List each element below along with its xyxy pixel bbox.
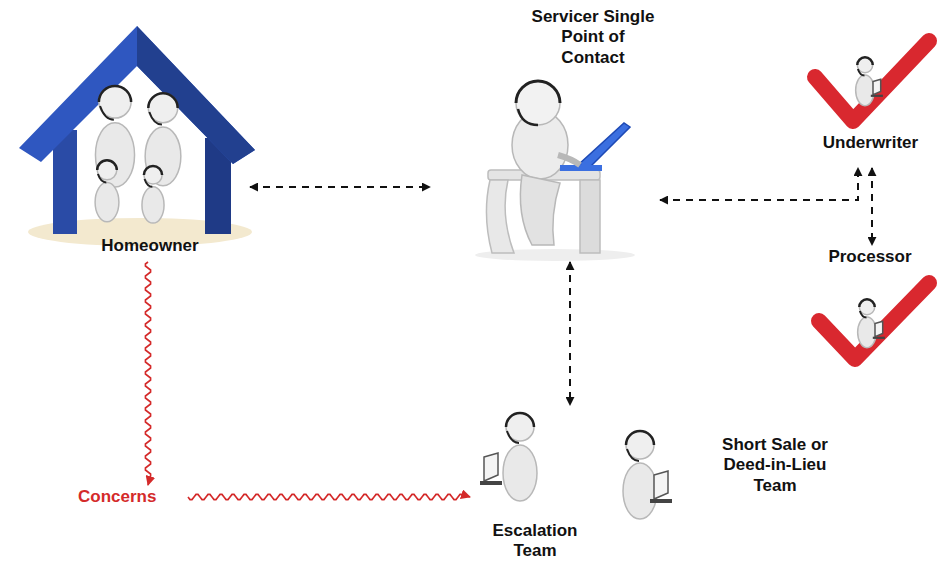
figure-node: Concerns bbox=[78, 485, 188, 511]
dashed-connector bbox=[660, 168, 858, 200]
figure-node: Short Sale or Deed-in-Lieu Team bbox=[600, 405, 855, 515]
drawing-part bbox=[507, 431, 519, 443]
drawing-part bbox=[145, 179, 153, 187]
drawing-part bbox=[516, 81, 560, 103]
concern-arrow bbox=[188, 494, 470, 499]
drawing-part bbox=[144, 166, 162, 184]
drawing-part bbox=[95, 183, 119, 222]
drawing-part bbox=[819, 283, 929, 359]
drawing-part bbox=[520, 175, 560, 245]
node-label: Short Sale or Deed-in-Lieu Team bbox=[700, 435, 850, 496]
node-label: Servicer Single Point of Contact bbox=[530, 7, 656, 68]
drawing-part bbox=[580, 180, 600, 253]
figure-node: Servicer Single Point of Contact bbox=[430, 5, 660, 262]
drawing-part bbox=[856, 75, 875, 106]
drawing-part bbox=[484, 453, 498, 481]
drawing-part bbox=[859, 299, 874, 314]
drawing-part bbox=[860, 311, 867, 318]
drawing-part bbox=[626, 431, 654, 445]
dashed-connector bbox=[250, 186, 430, 188]
figure-illustration bbox=[15, 10, 250, 262]
node-label: Concerns bbox=[78, 487, 188, 507]
drawing-part bbox=[623, 463, 657, 519]
drawing-part bbox=[97, 160, 117, 170]
node-label: Processor bbox=[805, 247, 935, 267]
concern-arrow bbox=[145, 262, 150, 485]
figure-node: Escalation Team bbox=[470, 405, 600, 565]
figure-node: Underwriter bbox=[803, 35, 938, 168]
drawing-part bbox=[858, 317, 877, 348]
drawing-part bbox=[873, 337, 885, 339]
drawing-part bbox=[858, 69, 865, 76]
dashed-connector bbox=[871, 168, 873, 245]
drawing-part bbox=[99, 86, 131, 102]
drawing-part bbox=[518, 109, 538, 125]
drawing-part bbox=[560, 165, 602, 171]
drawing-part bbox=[558, 155, 580, 165]
drawing-part bbox=[98, 174, 106, 182]
drawing-part bbox=[142, 187, 164, 223]
drawing-part bbox=[857, 57, 872, 65]
drawing-part bbox=[144, 166, 162, 175]
figure-node: Processor bbox=[805, 245, 935, 370]
drawing-part bbox=[149, 112, 162, 125]
drawing-part bbox=[148, 93, 177, 108]
node-label: Underwriter bbox=[803, 133, 938, 153]
dashed-connector bbox=[569, 262, 571, 405]
drawing-part bbox=[875, 321, 883, 336]
figure-illustration bbox=[430, 5, 660, 262]
drawing-part bbox=[654, 471, 668, 499]
drawing-part bbox=[486, 180, 514, 253]
node-label: Homeowner bbox=[75, 236, 225, 256]
drawing-part bbox=[578, 123, 630, 167]
drawing-part bbox=[19, 26, 255, 164]
drawing-part bbox=[506, 413, 534, 427]
drawing-part bbox=[873, 79, 881, 94]
drawing-part bbox=[480, 481, 502, 485]
drawing-part bbox=[503, 445, 537, 501]
drawing-part bbox=[516, 81, 560, 125]
drawing-part bbox=[815, 41, 929, 121]
figure-node: Homeowner bbox=[15, 10, 250, 262]
drawing-part bbox=[859, 299, 874, 307]
node-label: Escalation Team bbox=[480, 521, 590, 562]
drawing-part bbox=[857, 57, 872, 72]
drawing-part bbox=[95, 123, 134, 187]
drawing-part bbox=[100, 106, 114, 120]
drawing-part bbox=[871, 95, 883, 97]
figure-illustration bbox=[470, 405, 600, 565]
drawing-part bbox=[627, 449, 639, 461]
drawing-part bbox=[650, 499, 672, 503]
